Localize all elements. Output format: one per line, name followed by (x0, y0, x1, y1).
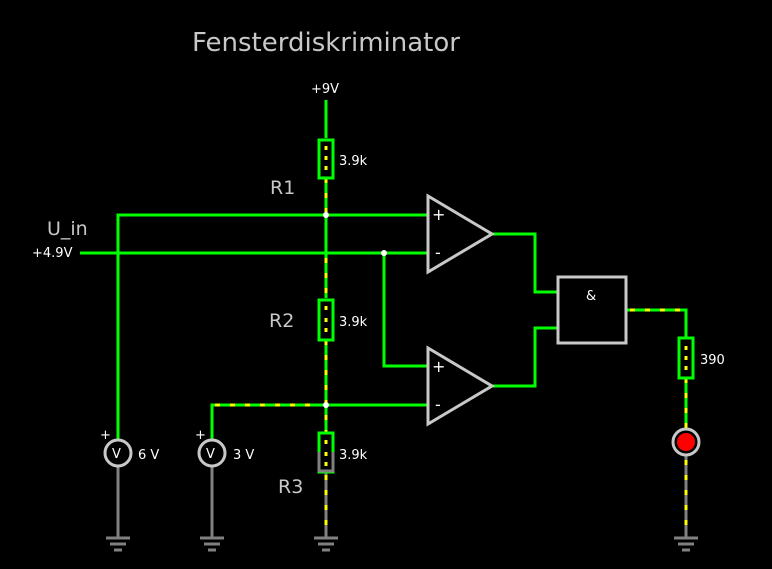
resistor-r1[interactable]: 3.9k R1 (270, 138, 368, 199)
led[interactable] (671, 427, 701, 457)
ground-icon (314, 536, 338, 552)
junctions (323, 212, 387, 408)
input-value[interactable]: +4.9V (32, 246, 73, 261)
wire-opamp1-out[interactable] (492, 232, 558, 294)
led-light (677, 433, 695, 451)
supply-label: +9V (311, 82, 339, 97)
ground-icon (200, 536, 224, 552)
current-dots-resistors (324, 146, 688, 466)
voltage-source-6v[interactable]: V + 6 V (100, 428, 159, 468)
resistor-r1-label: R1 (270, 177, 295, 199)
and-gate[interactable]: & (556, 275, 628, 345)
source-6v-symbol: V (112, 447, 121, 462)
opamp-lower-plus: + (432, 357, 445, 376)
junction-uin (381, 250, 387, 256)
junction-r1-node (323, 212, 329, 218)
resistor-r2-value: 3.9k (339, 315, 368, 330)
ground-icon (106, 536, 130, 552)
opamp-upper-plus: + (432, 205, 445, 224)
wire-uin-opamp2[interactable] (382, 253, 428, 368)
wire-gate-out[interactable] (626, 308, 688, 338)
grounds (106, 536, 698, 552)
resistor-r1-value: 3.9k (339, 154, 368, 169)
opamp-lower[interactable]: + - (426, 345, 495, 427)
opamp-upper[interactable]: + - (426, 193, 495, 275)
source-6v-value: 6 V (138, 448, 159, 463)
source-6v-polarity: + (100, 428, 111, 443)
resistor-led-value: 390 (700, 353, 725, 368)
opamp-upper-minus: - (435, 243, 441, 262)
resistor-r2[interactable]: 3.9k R2 (269, 298, 368, 342)
source-3v-symbol: V (206, 447, 215, 462)
and-gate-symbol: & (586, 289, 596, 304)
source-3v-value: 3 V (233, 448, 254, 463)
wire-opamp2-out[interactable] (492, 326, 558, 388)
current-dots (215, 178, 688, 535)
diagram-title: Fensterdiskriminator (192, 28, 460, 58)
wires-low (116, 456, 688, 538)
resistor-r3-value: 3.9k (339, 448, 368, 463)
wire-3v-ref[interactable] (210, 403, 428, 440)
wires-high (80, 100, 688, 440)
resistor-r3[interactable]: 3.9k R3 (278, 431, 368, 498)
ground-icon (674, 536, 698, 552)
junction-r3-node (323, 402, 329, 408)
voltage-source-3v[interactable]: V + 3 V (195, 428, 254, 468)
resistor-led[interactable]: 390 (677, 336, 725, 380)
resistor-r3-label: R3 (278, 476, 303, 498)
source-3v-polarity: + (195, 428, 206, 443)
resistor-r2-label: R2 (269, 310, 294, 332)
opamp-lower-minus: - (435, 395, 441, 414)
input-name: U_in (47, 218, 88, 240)
